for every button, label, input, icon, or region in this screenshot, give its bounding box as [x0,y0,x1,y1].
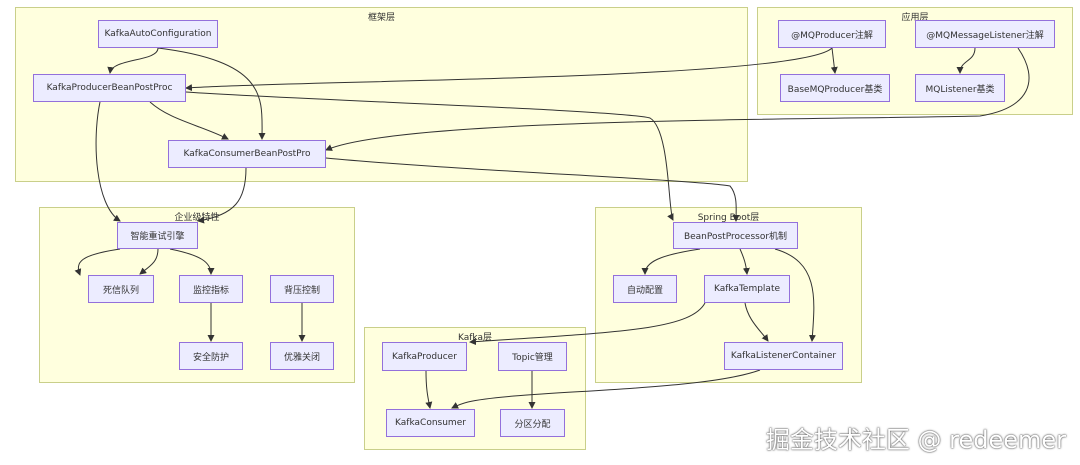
node-auto-configuration[interactable]: 自动配置 [613,275,677,303]
node-mq-producer-annotation[interactable]: @MQProducer注解 [778,20,886,48]
app-layer-label: 应用层 [901,13,929,23]
edge-template-kafkaproducer [469,302,706,346]
node-base-mq-producer[interactable]: BaseMQProducer基类 [780,74,890,102]
edge-retry-monitor [169,248,215,275]
node-topic-management[interactable]: Topic管理 [498,342,567,371]
edge-retry-deadletter-2 [139,248,159,275]
edge-producerbpp-bpp [185,91,674,221]
springboot-layer-label: Spring Boot层 [697,213,760,223]
edge-producerbpp-consumerbpp [149,101,229,140]
node-kafka-consumer[interactable]: KafkaConsumer [386,409,475,437]
edge-retry-deadletter [74,248,121,276]
edge-consumerbpp-retry [197,167,247,224]
edge-autoconfig-consumerbpp [157,47,266,140]
node-monitoring-metrics[interactable]: 监控指标 [179,275,243,303]
framework-layer-label: 框架层 [367,13,395,23]
edge-bpp-container [774,248,816,342]
node-kafka-consumer-bean-post-pro[interactable]: KafkaConsumerBeanPostPro [168,140,326,168]
node-kafka-producer[interactable]: KafkaProducer [382,342,467,371]
edge-mqlistener-listenerbase [956,47,976,74]
enterprise-layer-label: 企业级特性 [174,213,220,223]
node-mq-listener-base[interactable]: MQListener基类 [915,74,1005,102]
edge-template-container [744,302,769,342]
edge-kafkaproducer-consumer [425,370,433,409]
node-dead-letter-queue[interactable]: 死信队列 [88,275,154,303]
edge-mqproducer-producerbpp [185,47,833,92]
node-partition-assignment[interactable]: 分区分配 [500,409,565,437]
node-bean-post-processor[interactable]: BeanPostProcessor机制 [673,222,798,249]
edge-bpp-template [739,248,750,275]
node-kafka-auto-configuration[interactable]: KafkaAutoConfiguration [98,20,218,48]
edge-container-kafkaconsumer [451,369,761,409]
node-backpressure-control[interactable]: 背压控制 [270,275,334,303]
node-kafka-template[interactable]: KafkaTemplate [704,275,790,303]
node-graceful-shutdown[interactable]: 优雅关闭 [270,342,334,370]
node-safety-protection[interactable]: 安全防护 [179,342,243,370]
node-kafka-listener-container[interactable]: KafkaListenerContainer [724,342,843,370]
edge-mqlistener-consumerbpp [325,47,1030,151]
edge-autoconfig-producerbpp [107,47,159,74]
edge-consumerbpp-bpp [325,157,740,222]
edge-producerbpp-retry [95,101,121,222]
node-mq-message-listener-annotation[interactable]: @MQMessageListener注解 [915,20,1055,48]
watermark-text: 掘金技术社区 @ redeemer [765,426,1066,454]
edge-mqproducer-baseproducer [830,47,838,74]
node-kafka-producer-bean-post-proc[interactable]: KafkaProducerBeanPostProc [33,74,186,102]
kafka-layer-label: Kafka层 [458,333,492,343]
edge-bpp-autoconfig [641,248,701,275]
node-retry-engine[interactable]: 智能重试引擎 [117,222,198,249]
